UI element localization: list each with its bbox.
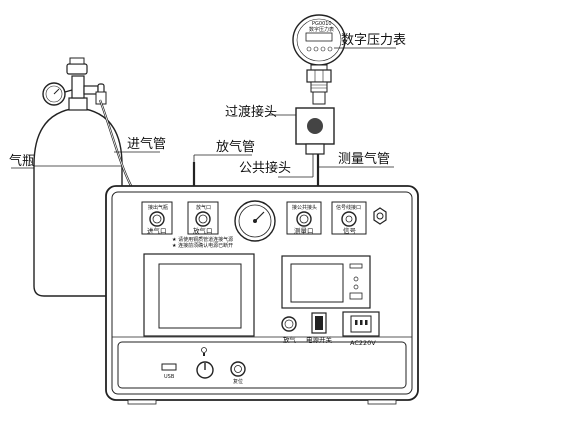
reset-button[interactable]: [230, 361, 246, 377]
power-switch[interactable]: [311, 312, 327, 334]
signal-port[interactable]: 信号线接口 信号: [331, 201, 367, 235]
signal-port-top-label: 信号线接口: [336, 204, 361, 211]
deflate-label: 放气: [283, 335, 297, 344]
signal-port-label: 信号: [343, 226, 357, 235]
ac-input-label: AC220V: [350, 339, 376, 347]
deflate-knob[interactable]: [281, 316, 297, 332]
measure-port[interactable]: 接公共接头 测量口: [286, 201, 322, 235]
inlet-port[interactable]: 接出气瓶 进气口: [141, 201, 173, 235]
vent-port-top-label: 放气口: [196, 204, 211, 211]
gas-cylinder-label: 气瓶: [9, 153, 35, 169]
vent-tube-label: 放气管: [216, 139, 255, 155]
vent-port[interactable]: 放气口 放气口: [187, 201, 219, 235]
vent-port-label: 放气口: [193, 226, 213, 235]
gauge-display: [305, 32, 333, 42]
gauge-face-line1: PG0010: [312, 21, 332, 27]
measure-port-top-label: 接公共接头: [292, 204, 317, 211]
usb-label: USB: [164, 374, 175, 380]
main-display-screen: [143, 253, 255, 337]
instrument-case: [105, 185, 419, 401]
power-switch-label: 电源开关: [306, 335, 333, 344]
inlet-tube-label: 进气管: [127, 136, 166, 152]
gas-cylinder: [33, 57, 123, 297]
digital-pressure-gauge: PG0010 数字压力表: [292, 14, 346, 105]
indicator-light: [201, 347, 207, 356]
inlet-port-top-label: 接出气瓶: [148, 204, 168, 211]
gauge-face-line2: 数字压力表: [309, 26, 334, 33]
ground-terminal[interactable]: [373, 207, 387, 225]
ac-power-socket[interactable]: [342, 311, 380, 337]
digital-gauge-label: 数字压力表: [341, 33, 406, 48]
measure-port-label: 测量口: [294, 227, 314, 235]
rotary-knob[interactable]: [196, 361, 214, 379]
inlet-port-label: 进气口: [147, 226, 167, 235]
usb-port[interactable]: [161, 363, 177, 371]
measure-tube-label: 测量气管: [338, 151, 390, 167]
adapter-fitting: [295, 107, 335, 155]
warning-note-2: ★ 连接前须确认电源已断开: [172, 242, 233, 249]
warning-note-1: ★ 请使用铜质管道连接气源: [172, 236, 233, 243]
common-connector-label: 公共接头: [239, 160, 291, 176]
reset-label: 复位: [233, 378, 243, 385]
analog-pressure-gauge: [234, 200, 276, 242]
secondary-display-module: [281, 255, 371, 309]
adapter-label: 过渡接头: [225, 104, 277, 120]
